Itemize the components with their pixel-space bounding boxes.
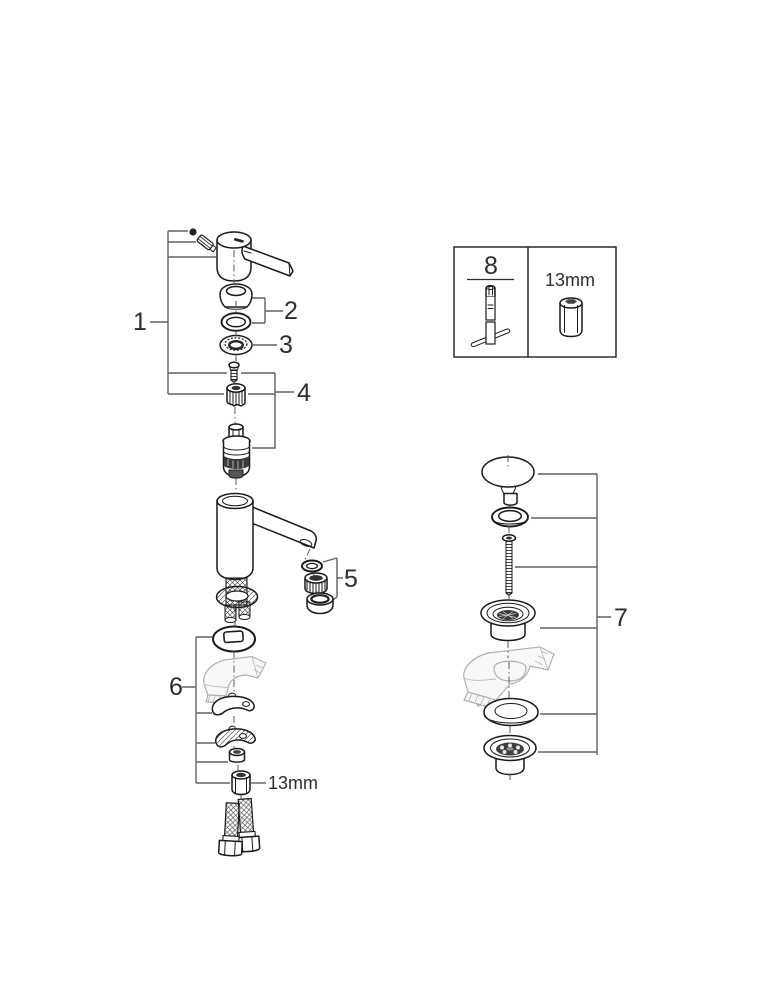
callout-3: 3 — [279, 331, 293, 359]
hex-nut-13mm — [231, 770, 251, 796]
horseshoe-washer — [214, 725, 256, 748]
leader-part4 — [241, 372, 294, 449]
spout-outlet — [299, 539, 313, 547]
body-cylinder — [216, 500, 254, 581]
drain-lower-body — [483, 734, 537, 776]
o-ring-part2b — [220, 312, 252, 332]
tool-box — [453, 246, 617, 358]
label-13mm-tool: 13mm — [545, 270, 595, 290]
faucet-body — [215, 492, 317, 623]
callout-5: 5 — [344, 565, 358, 593]
mounting-ring-part3 — [219, 334, 253, 356]
handle-assembly — [189, 228, 294, 282]
callout-leader-lines — [150, 230, 611, 784]
aerator-set — [301, 559, 334, 615]
cartridge-screw — [228, 361, 240, 384]
drain-seal-ring — [491, 506, 529, 528]
cap-ring-part2a — [219, 283, 253, 310]
drain-flat-seal — [483, 697, 539, 727]
grub-screw — [196, 234, 217, 253]
callout-8: 8 — [484, 252, 498, 280]
cartridge-nut — [226, 383, 246, 407]
drain-flange — [480, 599, 536, 642]
aerator-shell — [306, 592, 334, 615]
callout-7: 7 — [614, 604, 628, 632]
handle-plug — [189, 228, 197, 236]
leader-part7 — [515, 473, 611, 755]
leader-part1 — [150, 230, 227, 395]
spout — [248, 505, 317, 549]
callout-1: 1 — [133, 308, 147, 336]
stabilizer-washer — [211, 692, 255, 716]
leader-part5 — [322, 557, 343, 602]
small-nut — [228, 747, 246, 763]
supply-hoses — [217, 797, 261, 857]
leader-part6 — [182, 636, 230, 784]
leader-part2 — [252, 297, 283, 324]
mounting-set — [203, 625, 267, 857]
cartridge — [222, 423, 251, 479]
handle-indicator — [234, 238, 244, 243]
service-key-tool — [470, 285, 511, 348]
base-gasket-ring — [212, 625, 256, 653]
callout-labels: 1 2 3 4 5 6 7 8 13mm 13mm — [133, 252, 628, 793]
supply-hose-right — [235, 797, 261, 853]
drain-plug-cap — [481, 456, 535, 506]
label-13mm-nut: 13mm — [268, 773, 318, 793]
callout-2: 2 — [284, 297, 298, 325]
callout-4: 4 — [297, 379, 311, 407]
supply-hose-left — [217, 802, 244, 857]
drain-screw — [501, 534, 517, 597]
tool-box-border — [453, 246, 617, 358]
handle-lever — [241, 245, 294, 277]
drain-assembly — [463, 456, 555, 776]
hose-nipples — [224, 601, 251, 623]
aerator-insert — [304, 572, 328, 595]
centerlines — [233, 250, 511, 800]
hex-socket-tool — [559, 297, 583, 338]
aerator-o-ring — [301, 559, 323, 573]
handle-cap — [216, 231, 252, 249]
callout-6: 6 — [169, 673, 183, 701]
